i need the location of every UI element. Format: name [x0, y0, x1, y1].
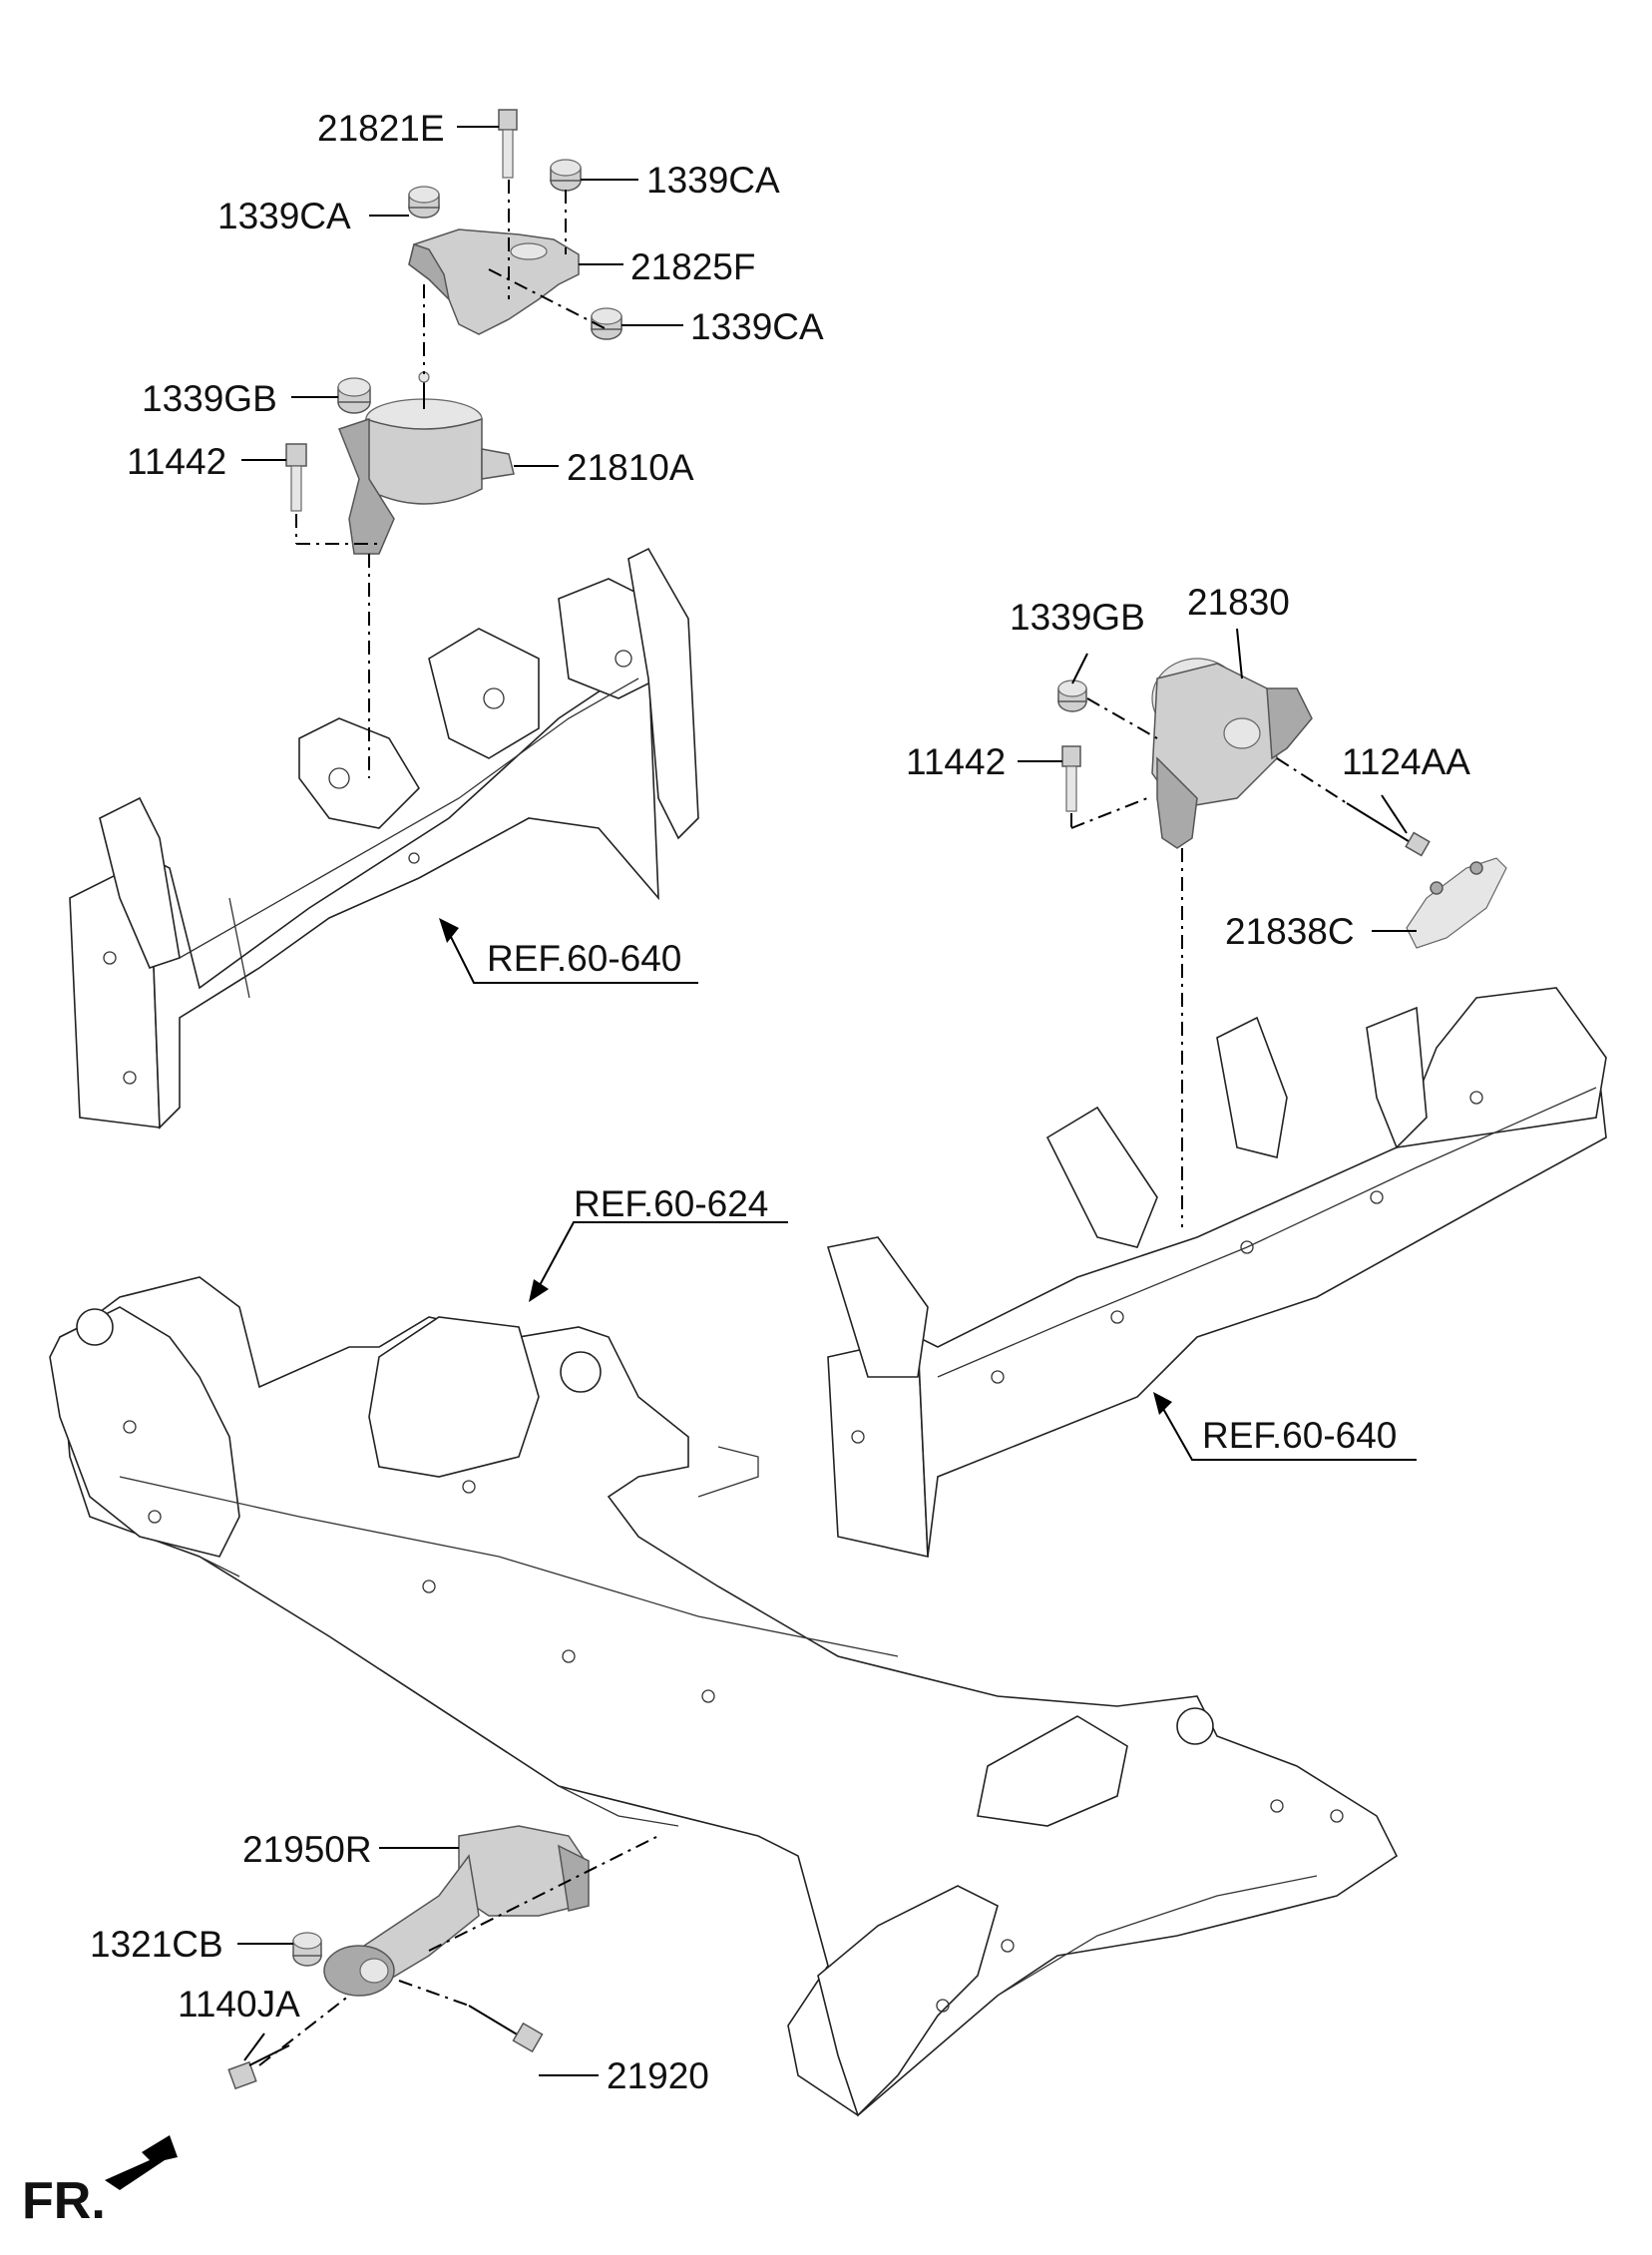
nut-1339gb-a	[337, 377, 371, 414]
nut-1339ca-c	[591, 307, 622, 340]
label-1339gb-left: 1339GB	[142, 378, 277, 419]
cover-21838c	[1406, 857, 1507, 949]
bolt-1124aa	[1346, 802, 1431, 857]
label-ref-60-624: REF.60-624	[574, 1183, 769, 1224]
label-1321cb: 1321CB	[90, 1924, 223, 1965]
label-21830: 21830	[1187, 582, 1290, 623]
label-21920: 21920	[607, 2055, 709, 2096]
label-ref-60-640-right: REF.60-640	[1202, 1415, 1398, 1456]
label-11442-left: 11442	[127, 441, 227, 482]
label-1339ca-mid: 1339CA	[690, 306, 824, 347]
front-direction-arrow-icon	[105, 2135, 178, 2190]
roll-rod-21950r	[323, 1825, 590, 1997]
label-21810a: 21810A	[567, 447, 694, 488]
label-21838c: 21838C	[1225, 911, 1355, 952]
assembly-lines	[258, 180, 1348, 2066]
label-1339ca-top-right: 1339CA	[646, 160, 780, 201]
ref-arrow-top	[529, 1221, 788, 1302]
engine-mount-21810a	[338, 371, 515, 555]
transmission-mount-21830	[1151, 658, 1313, 849]
label-21950r: 21950R	[242, 1829, 372, 1870]
label-21821e: 21821E	[317, 108, 445, 149]
bolt-21920	[468, 2005, 544, 2053]
bolt-11442-a	[285, 443, 307, 512]
ref-arrow-left	[439, 918, 698, 984]
label-1140ja: 1140JA	[178, 1984, 300, 2025]
bolt-1140ja	[227, 2044, 290, 2090]
label-ref-60-640-left: REF.60-640	[487, 938, 682, 979]
label-11442-right: 11442	[906, 741, 1007, 782]
nut-1339ca-b	[550, 159, 582, 192]
front-subframe	[49, 1276, 1399, 2117]
label-21825f: 21825F	[630, 246, 756, 287]
bolt-21821e	[498, 109, 518, 179]
left-side-member	[69, 547, 699, 1129]
mount-bracket-21825f	[408, 228, 580, 335]
leader-lines	[237, 126, 1417, 2076]
right-side-member	[826, 987, 1607, 1559]
ref-arrow-right	[1153, 1392, 1417, 1461]
label-1339gb-right: 1339GB	[1010, 597, 1145, 638]
nut-1339gb-b	[1057, 679, 1087, 712]
label-1124aa: 1124AA	[1342, 741, 1470, 782]
bolt-11442-b	[1061, 745, 1081, 812]
front-direction-label: FR.	[22, 2172, 106, 2230]
nut-1339ca-a	[408, 186, 440, 219]
label-1339ca-top-left: 1339CA	[217, 196, 351, 236]
nut-1321cb	[292, 1932, 322, 1967]
